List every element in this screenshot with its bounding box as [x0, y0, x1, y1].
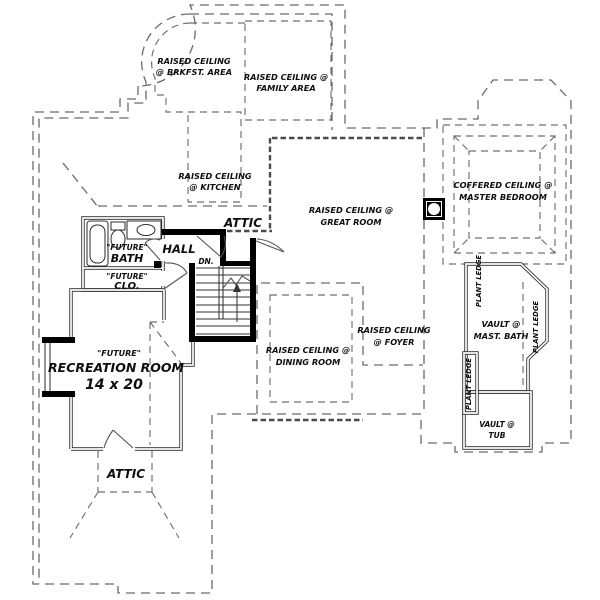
label-attic-lower: ATTIC: [106, 467, 145, 481]
label-brkfst-2: @ BRKFST. AREA: [156, 67, 232, 77]
hall-top-door: [196, 235, 227, 258]
stair-top-wall: [222, 261, 256, 266]
stairs: [196, 266, 251, 335]
label-foyer-1: RAISED CEILING: [357, 325, 431, 335]
bath-door: [144, 238, 161, 261]
label-plant-ledge-top: PLANT LEDGE: [475, 255, 483, 307]
label-family-1: RAISED CEILING @: [244, 72, 328, 82]
tub-fixture: [86, 220, 109, 267]
label-mast-bath-2: MAST. BATH: [474, 331, 529, 341]
stair-break-line: [222, 275, 251, 289]
hall-top-wall: [159, 229, 226, 235]
brkfst-ceiling-arc: [151, 22, 245, 113]
bay-window-top: [42, 337, 75, 343]
hall-bottom-door: [163, 262, 188, 290]
label-vault-tub-1: VAULT @: [479, 420, 515, 429]
label-rec-1: "FUTURE": [97, 349, 141, 358]
stair-arrow-icon: [233, 283, 241, 292]
stair-stringer: [218, 266, 224, 319]
label-great-1: RAISED CEILING @: [309, 205, 393, 215]
label-dining-2: DINING ROOM: [276, 357, 341, 367]
plant-ledge-strip-inner: [463, 352, 478, 414]
bay-window-glazing: [44, 343, 51, 391]
family-ceiling-rect: [244, 20, 332, 121]
label-rec-3: 14 x 20: [85, 377, 143, 393]
stair-bottom-wall: [189, 336, 256, 342]
vault-tub-walls-inner: [463, 391, 532, 449]
label-future-clo-2: CLO.: [114, 281, 139, 292]
sink-fixture: [136, 223, 156, 237]
label-plant-ledge-right: PLANT LEDGE: [532, 301, 540, 353]
label-future-bath-2: BATH: [111, 252, 144, 265]
bay-window-bottom: [42, 391, 75, 397]
label-rec-2: RECREATION ROOM: [48, 360, 184, 375]
labels: RAISED CEILING @ BRKFST. AREA RAISED CEI…: [48, 56, 552, 481]
exterior-overhang-outline: [32, 4, 572, 594]
label-foyer-2: @ FOYER: [374, 337, 415, 347]
doors: [103, 235, 285, 449]
bath-fixtures: [86, 220, 162, 267]
label-plant-ledge-left: PLANT LEDGE: [465, 358, 473, 410]
bedroom-coffer-inner: [468, 150, 541, 239]
label-mast-bath-1: VAULT @: [482, 319, 521, 329]
clo-door-gap: [160, 271, 168, 286]
label-great-2: GREAT ROOM: [321, 217, 382, 227]
lower-attic-lines: [69, 451, 180, 539]
great-room-door: [255, 238, 285, 253]
rec-attic-line: [149, 321, 182, 445]
label-vault-tub-2: TUB: [489, 431, 506, 440]
label-brkfst-1: RAISED CEILING: [157, 56, 231, 66]
label-coffered-1: COFFERED CEILING @: [454, 180, 553, 190]
label-family-2: FAMILY AREA: [256, 83, 315, 93]
raised-ceiling-outlines: [62, 20, 567, 539]
dining-ceiling-rect: [269, 294, 353, 403]
overhang-path: [32, 4, 572, 594]
ceiling-break-lines: [227, 136, 423, 422]
label-attic-upper: ATTIC: [223, 216, 262, 230]
door-jamb-lower: [154, 261, 161, 268]
rec-room-door: [103, 429, 134, 449]
stair-left-wall: [189, 263, 195, 342]
chimney-fixture: [423, 198, 445, 220]
label-dining-1: RAISED CEILING @: [266, 345, 350, 355]
hall-post: [220, 235, 226, 266]
rec-door-gap: [103, 445, 135, 454]
chimney-liner: [426, 201, 442, 217]
bath-door-gap: [160, 239, 168, 261]
left-wing-hip: [62, 162, 267, 208]
chimney-flue-icon: [428, 203, 440, 215]
foyer-boundary: [256, 282, 423, 414]
label-kitchen-1: RAISED CEILING: [178, 171, 252, 181]
toilet-fixture: [110, 229, 126, 249]
label-hall: HALL: [162, 242, 195, 256]
tub-inner: [89, 224, 106, 264]
interior-walls: [69, 216, 549, 451]
wall-line-left: [38, 13, 191, 584]
wall-line-top: [190, 13, 333, 130]
wall-openings: [67, 239, 168, 454]
label-future-bath-1: "FUTURE": [106, 243, 147, 252]
label-future-clo-1: "FUTURE": [106, 272, 147, 281]
stair-right-wall: [250, 238, 256, 342]
label-kitchen-2: @ KITCHEN: [189, 182, 240, 192]
label-coffered-2: MASTER BEDROOM: [459, 192, 547, 202]
bay-window-gap: [67, 343, 76, 391]
label-dn: DN.: [198, 257, 213, 266]
toilet-tank: [110, 221, 126, 231]
